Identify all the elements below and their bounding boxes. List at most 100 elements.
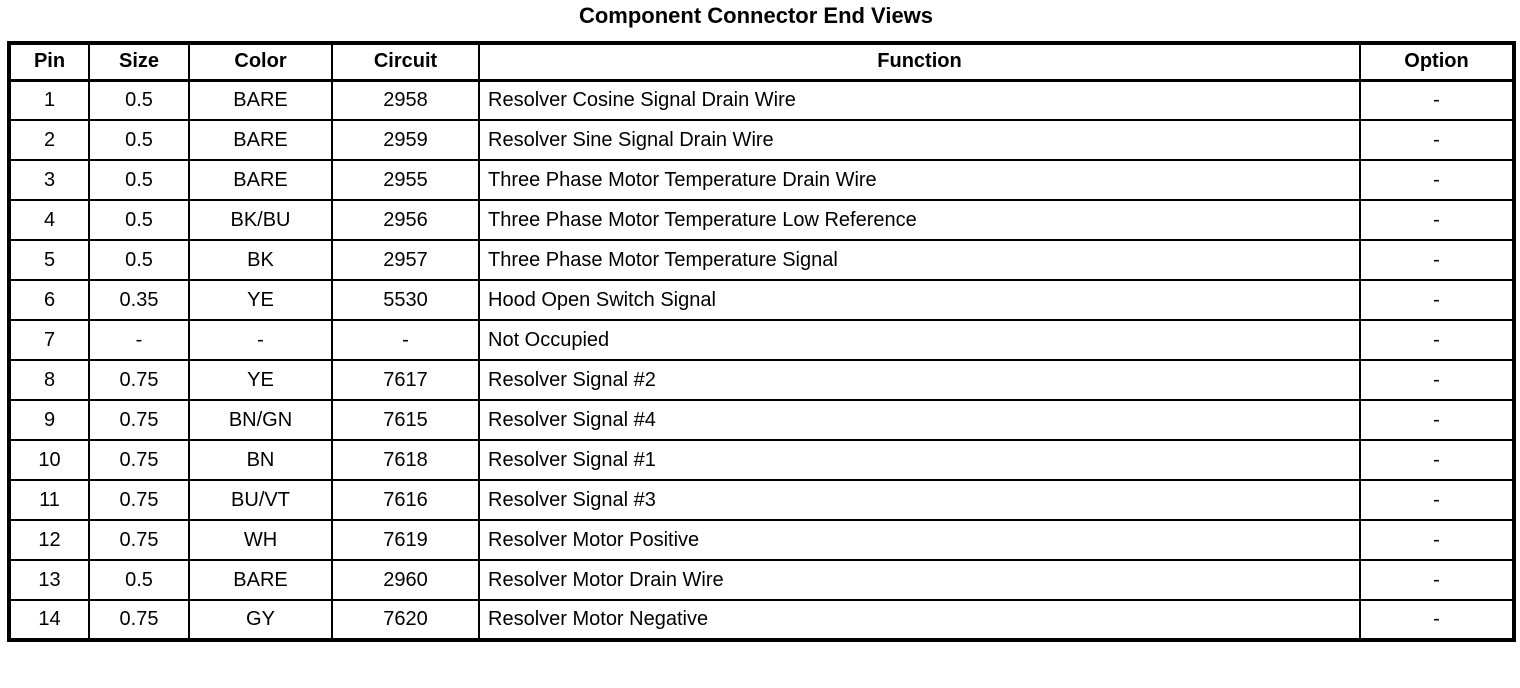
table-cell: Resolver Signal #3 — [478, 479, 1361, 521]
table-cell: - — [1359, 319, 1515, 361]
column-header-option: Option — [1359, 42, 1515, 82]
table-cell: 10 — [8, 439, 90, 481]
table-cell: 0.75 — [88, 599, 190, 641]
table-cell: BN/GN — [188, 399, 333, 441]
table-cell: 0.5 — [88, 199, 190, 241]
table-cell: 14 — [8, 599, 90, 641]
table-cell: Hood Open Switch Signal — [478, 279, 1361, 321]
table-cell: Resolver Sine Signal Drain Wire — [478, 119, 1361, 161]
table-cell: 2959 — [331, 119, 480, 161]
table-cell: - — [188, 319, 333, 361]
table-row: 7---Not Occupied- — [8, 319, 1515, 361]
table-cell: BK/BU — [188, 199, 333, 241]
table-cell: Resolver Signal #1 — [478, 439, 1361, 481]
table-cell: Resolver Motor Drain Wire — [478, 559, 1361, 601]
table-cell: Resolver Cosine Signal Drain Wire — [478, 79, 1361, 121]
table-cell: 0.5 — [88, 239, 190, 281]
table-cell: 7618 — [331, 439, 480, 481]
table-cell: GY — [188, 599, 333, 641]
table-cell: 7615 — [331, 399, 480, 441]
table-cell: - — [1359, 199, 1515, 241]
table-cell: YE — [188, 359, 333, 401]
table-cell: 0.5 — [88, 79, 190, 121]
table-cell: Three Phase Motor Temperature Low Refere… — [478, 199, 1361, 241]
table-cell: 0.5 — [88, 159, 190, 201]
table-cell: 6 — [8, 279, 90, 321]
table-cell: 7619 — [331, 519, 480, 561]
table-cell: BK — [188, 239, 333, 281]
table-cell: 0.75 — [88, 399, 190, 441]
table-cell: 2 — [8, 119, 90, 161]
table-cell: 0.35 — [88, 279, 190, 321]
table-cell: - — [1359, 559, 1515, 601]
table-cell: Three Phase Motor Temperature Signal — [478, 239, 1361, 281]
table-cell: - — [1359, 239, 1515, 281]
table-cell: Resolver Motor Positive — [478, 519, 1361, 561]
table-cell: - — [1359, 279, 1515, 321]
table-cell: 2958 — [331, 79, 480, 121]
table-cell: BARE — [188, 159, 333, 201]
table-cell: - — [88, 319, 190, 361]
column-header-size: Size — [88, 42, 190, 82]
table-cell: 0.75 — [88, 479, 190, 521]
table-cell: BARE — [188, 119, 333, 161]
table-cell: - — [1359, 79, 1515, 121]
table-cell: - — [1359, 479, 1515, 521]
table-cell: - — [1359, 119, 1515, 161]
column-header-color: Color — [188, 42, 333, 82]
table-cell: WH — [188, 519, 333, 561]
table-cell: BN — [188, 439, 333, 481]
column-header-pin: Pin — [8, 42, 90, 82]
table-cell: 0.5 — [88, 119, 190, 161]
table-cell: - — [1359, 439, 1515, 481]
table-cell: 7 — [8, 319, 90, 361]
table-cell: BU/VT — [188, 479, 333, 521]
table-cell: 9 — [8, 399, 90, 441]
table-cell: 0.75 — [88, 359, 190, 401]
table-cell: Resolver Motor Negative — [478, 599, 1361, 641]
table-cell: 8 — [8, 359, 90, 401]
table-cell: 7620 — [331, 599, 480, 641]
table-cell: 7617 — [331, 359, 480, 401]
table-cell: 1 — [8, 79, 90, 121]
table-cell: - — [1359, 599, 1515, 641]
table-cell: 0.75 — [88, 439, 190, 481]
table-cell: - — [1359, 399, 1515, 441]
page-title: Component Connector End Views — [578, 3, 934, 28]
table-cell: 2955 — [331, 159, 480, 201]
table-cell: 11 — [8, 479, 90, 521]
table-cell: 3 — [8, 159, 90, 201]
table-cell: YE — [188, 279, 333, 321]
table-cell: - — [1359, 359, 1515, 401]
table-cell: BARE — [188, 79, 333, 121]
column-header-circuit: Circuit — [331, 42, 480, 82]
table-cell: - — [1359, 519, 1515, 561]
table-cell: 5 — [8, 239, 90, 281]
table-cell: 2956 — [331, 199, 480, 241]
table-cell: 13 — [8, 559, 90, 601]
table-cell: 2957 — [331, 239, 480, 281]
table-cell: 12 — [8, 519, 90, 561]
table-cell: Resolver Signal #4 — [478, 399, 1361, 441]
table-cell: Not Occupied — [478, 319, 1361, 361]
table-cell: 7616 — [331, 479, 480, 521]
table-cell: 5530 — [331, 279, 480, 321]
table-cell: 0.5 — [88, 559, 190, 601]
table-cell: 0.75 — [88, 519, 190, 561]
table-cell: - — [1359, 159, 1515, 201]
table-cell: - — [331, 319, 480, 361]
